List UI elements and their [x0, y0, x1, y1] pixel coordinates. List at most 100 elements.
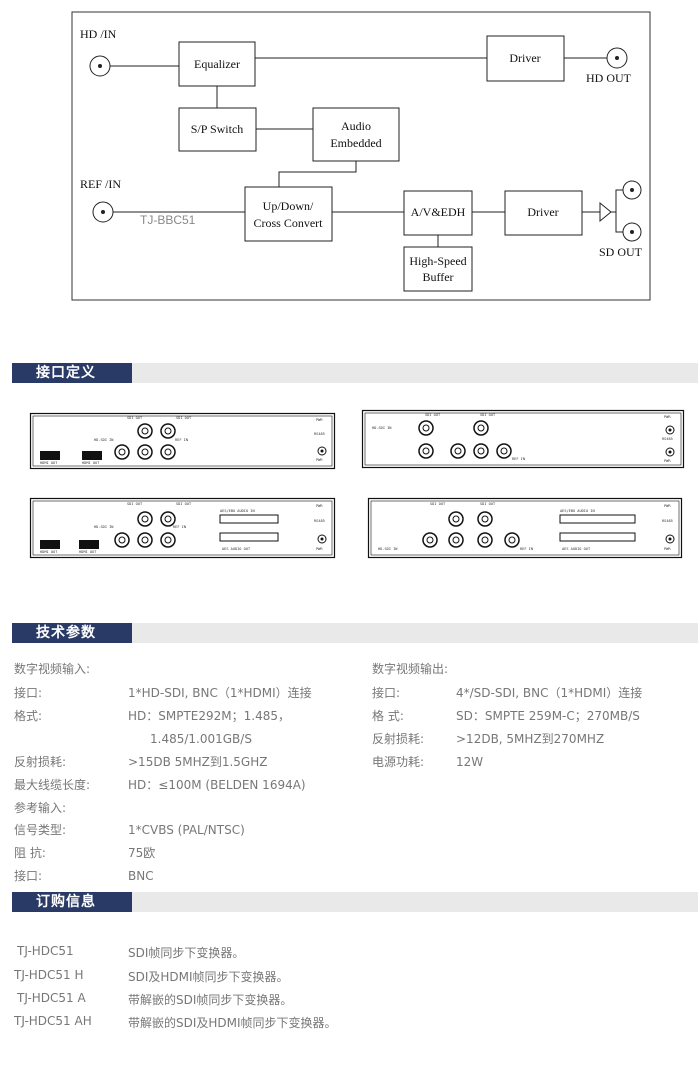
order-model: TJ-HDC51 H: [14, 968, 84, 982]
avedh-label: A/V&EDH: [411, 205, 466, 219]
spec-value: 1*CVBS (PAL/NTSC): [128, 823, 245, 837]
spec-left-title: 数字视频输入:: [14, 662, 91, 676]
block-diagram: HD /IN Equalizer Driver HD OUT S/P Switc…: [71, 11, 651, 301]
spec-value: BNC: [128, 869, 154, 883]
spec-value: HD：≤100M (BELDEN 1694A): [128, 778, 306, 792]
driver-bottom-label: Driver: [527, 205, 558, 219]
svg-text:REF IN: REF IN: [512, 457, 525, 461]
svg-text:SDI OUT: SDI OUT: [425, 413, 441, 417]
buffer-line1: High-Speed: [409, 254, 466, 268]
hd-out-label: HD OUT: [586, 71, 632, 85]
order-desc: 带解嵌的SDI及HDMI帧同步下变换器。: [128, 1016, 337, 1030]
spec-value: HD：SMPTE292M；1.485，: [128, 709, 290, 723]
svg-text:RS485: RS485: [662, 437, 673, 441]
svg-text:AES/EBU AUDIO IN: AES/EBU AUDIO IN: [560, 509, 595, 513]
buffer-block: [403, 246, 473, 292]
spec-value: >12DB, 5MHZ到270MHZ: [456, 732, 605, 746]
audio-embedded-line2: Embedded: [330, 136, 381, 150]
hdmi-port-icon: [40, 451, 60, 460]
spec-value: SD：SMPTE 259M-C；270MB/S: [456, 709, 640, 723]
driver-bottom-block: [504, 190, 583, 236]
audio-embedded-block: [312, 107, 400, 162]
svg-text:SDI OUT: SDI OUT: [176, 416, 192, 420]
order-section-title: 订购信息: [12, 892, 132, 912]
spec-label: 格 式:: [372, 709, 404, 723]
svg-text:SDI OUT: SDI OUT: [176, 502, 192, 506]
spec-label: 接口:: [14, 686, 43, 700]
svg-text:HDMI OUT: HDMI OUT: [82, 461, 100, 465]
ref-in-label: REF /IN: [80, 177, 121, 191]
spec-label: 信号类型:: [14, 823, 67, 837]
svg-text:PWR: PWR: [664, 459, 671, 463]
svg-text:AES AUDIO OUT: AES AUDIO OUT: [222, 547, 251, 551]
svg-text:RS485: RS485: [662, 519, 673, 523]
driver-top-block: [486, 35, 565, 82]
svg-text:PWR: PWR: [316, 458, 323, 462]
rear-panel-base: HD-SDI IN SDI OUT SDI OUT REF IN PWR RS4…: [361, 409, 685, 469]
spec-label: 最大线缆长度:: [14, 778, 91, 792]
hd-in-label: HD /IN: [80, 27, 117, 41]
audio-embedded-line1: Audio: [341, 119, 371, 133]
svg-text:SDI OUT: SDI OUT: [127, 502, 143, 506]
svg-text:SDI OUT: SDI OUT: [127, 416, 143, 420]
spec-value: 1.485/1.001GB/S: [150, 732, 252, 746]
equalizer-label: Equalizer: [194, 57, 240, 71]
order-section-header: 订购信息: [12, 892, 698, 912]
svg-text:REF IN: REF IN: [520, 547, 533, 551]
spec-label: 接口:: [14, 869, 43, 883]
svg-text:HD-SDI IN: HD-SDI IN: [94, 525, 113, 529]
spec-label: 电源功耗:: [372, 755, 425, 769]
order-desc: SDI及HDMI帧同步下变换器。: [128, 970, 289, 984]
spec-label: 阻 抗:: [14, 846, 46, 860]
svg-text:REF IN: REF IN: [173, 525, 186, 529]
svg-text:HD-SDI IN: HD-SDI IN: [372, 426, 391, 430]
svg-text:HD-SDI IN: HD-SDI IN: [94, 438, 113, 442]
rear-panel-h: HDMI OUT HDMI OUT HD-SDI IN SDI OUT SDI …: [29, 412, 336, 470]
buffer-line2: Buffer: [422, 270, 453, 284]
spec-label: 格式:: [14, 709, 43, 723]
svg-text:AES/EBU AUDIO IN: AES/EBU AUDIO IN: [220, 509, 255, 513]
updown-line2: Cross Convert: [254, 216, 324, 230]
order-desc: 带解嵌的SDI帧同步下变换器。: [128, 993, 293, 1007]
svg-text:PWR: PWR: [316, 504, 323, 508]
order-model: TJ-HDC51 AH: [14, 1014, 92, 1028]
svg-text:SDI OUT: SDI OUT: [480, 502, 496, 506]
svg-text:PWR: PWR: [316, 418, 323, 422]
svg-text:PWR: PWR: [664, 415, 671, 419]
svg-text:PWR: PWR: [664, 504, 671, 508]
spec-right-title: 数字视频输出:: [372, 662, 449, 676]
model-watermark: TJ-BBC51: [140, 213, 196, 227]
svg-text:RS485: RS485: [314, 432, 325, 436]
rear-panel-a: HD-SDI IN SDI OUT SDI OUT REF IN AES/EBU…: [367, 497, 683, 559]
svg-text:RS485: RS485: [314, 519, 325, 523]
spec-label: 反射损耗:: [14, 755, 67, 769]
svg-text:HD-SDI IN: HD-SDI IN: [378, 547, 397, 551]
spec-value: 75欧: [128, 846, 156, 860]
sd-out-label: SD OUT: [599, 245, 643, 259]
svg-text:HDMI OUT: HDMI OUT: [79, 550, 97, 554]
driver-top-label: Driver: [509, 51, 540, 65]
spec-label: 接口:: [372, 686, 401, 700]
interface-section-header: 接口定义: [12, 363, 698, 383]
spec-label: 参考输入:: [14, 801, 67, 815]
svg-text:SDI OUT: SDI OUT: [480, 413, 496, 417]
spec-value: 12W: [456, 755, 484, 769]
avedh-block: [403, 190, 473, 236]
sp-switch-block: [178, 107, 257, 152]
spec-value: >15DB 5MHZ到1.5GHZ: [128, 755, 268, 769]
svg-text:REF IN: REF IN: [175, 438, 188, 442]
updown-convert-block: [244, 186, 333, 242]
order-desc: SDI帧同步下变换器。: [128, 946, 245, 960]
order-model: TJ-HDC51: [17, 944, 74, 958]
order-model: TJ-HDC51 A: [17, 991, 86, 1005]
rear-panel-ah: HDMI OUT HDMI OUT HD-SDI IN SDI OUT SDI …: [29, 497, 336, 559]
updown-line1: Up/Down/: [263, 199, 314, 213]
svg-text:PWR: PWR: [316, 547, 323, 551]
spec-value: 4*/SD-SDI, BNC（1*HDMI）连接: [456, 686, 643, 700]
spec-label: 反射损耗:: [372, 732, 425, 746]
svg-text:AES AUDIO OUT: AES AUDIO OUT: [562, 547, 591, 551]
driver-triangle-icon: [599, 201, 612, 223]
sp-switch-label: S/P Switch: [191, 122, 244, 136]
svg-text:PWR: PWR: [664, 547, 671, 551]
interface-section-title: 接口定义: [12, 363, 132, 383]
